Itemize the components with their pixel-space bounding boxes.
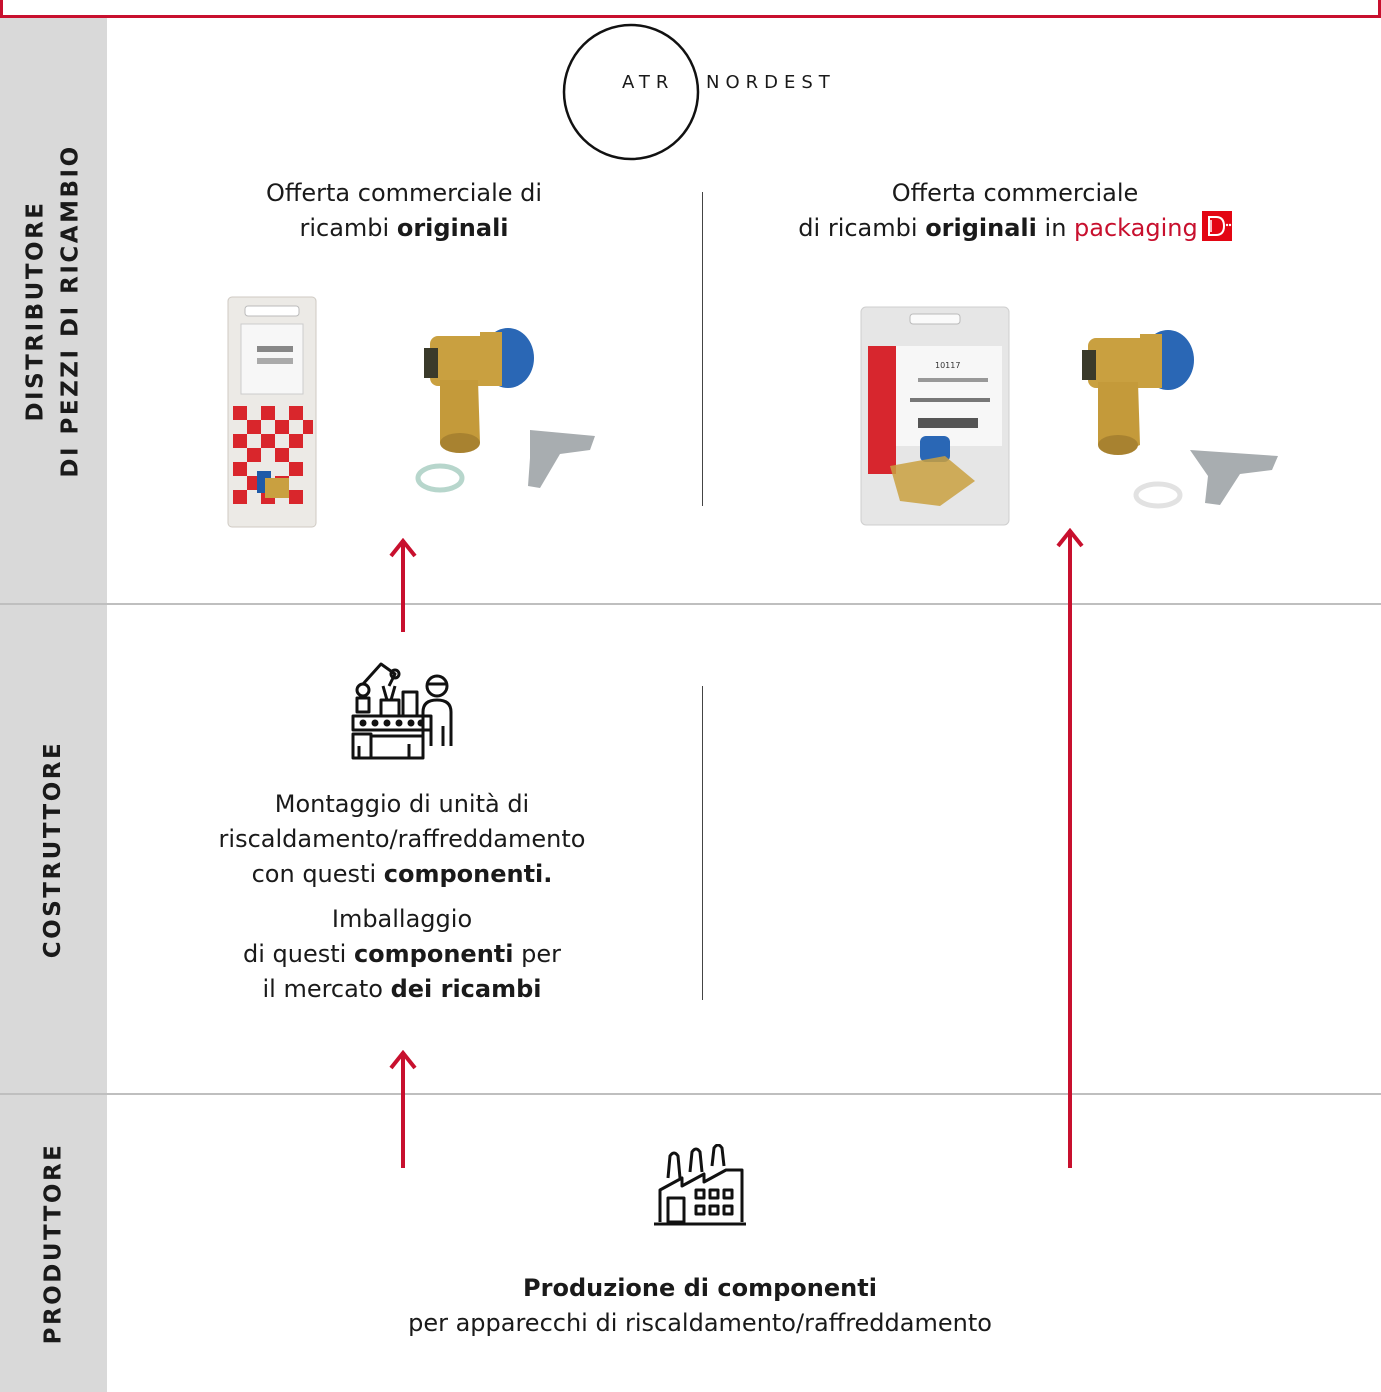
offer-left-line1: Offerta commerciale di <box>265 179 543 207</box>
atr-nordest-logo <box>561 22 701 162</box>
logo-atr-text: ATR <box>622 72 675 93</box>
producer-bold: Produzione di componenti <box>523 1274 877 1302</box>
arrow-up-icon <box>389 538 417 558</box>
builder-label: COSTRUTTORE <box>40 740 67 958</box>
row-label-builder: COSTRUTTORE <box>0 605 107 1093</box>
column-divider-middle <box>702 686 703 1000</box>
logo-nordest-text: NORDEST <box>706 72 836 93</box>
column-divider-top <box>702 192 703 506</box>
top-red-frame <box>0 0 1381 18</box>
right-package-photo: 10117 <box>860 306 1010 526</box>
distributor-label-line2: DI PEZZI DI RICAMBIO <box>57 143 84 478</box>
left-valve-photo <box>380 318 605 508</box>
producer-label: PRODUTTORE <box>40 1142 66 1345</box>
row-sidebar <box>0 18 107 1392</box>
producer-text: Produzione di componenti per apparecchi … <box>330 1271 1070 1341</box>
builder-line2: riscaldamento/raffreddamento <box>218 825 586 853</box>
builder-line4: Imballaggio <box>331 905 473 933</box>
offer-right-line2: di ricambi originali in packaging <box>750 211 1280 246</box>
offer-right-bold: originali <box>925 214 1037 242</box>
arrow-producer-to-distributor <box>1056 528 1084 1168</box>
offer-left-line2: ricambi originali <box>204 211 604 246</box>
robot-assembly-line-icon <box>349 656 461 764</box>
builder-line6-bold: dei ricambi <box>390 975 542 1003</box>
producer-normal-line: per apparecchi di riscaldamento/raffredd… <box>408 1309 992 1337</box>
row-divider-1 <box>0 603 1381 605</box>
offer-right-text: Offerta commerciale di ricambi originali… <box>750 176 1280 246</box>
right-package-code: 10117 <box>935 361 960 370</box>
builder-line5: di questi componenti per <box>180 937 624 972</box>
producer-bold-line: Produzione di componenti <box>330 1271 1070 1306</box>
builder-line5-suffix: per <box>513 940 561 968</box>
arrow-builder-to-distributor <box>389 538 417 632</box>
offer-right-prefix: di ricambi <box>798 214 926 242</box>
right-valve-photo <box>1040 320 1290 510</box>
offer-left-prefix: ricambi <box>299 214 397 242</box>
distributor-label-line1: DISTRIBUTORE <box>22 199 49 422</box>
row-label-distributor: DISTRIBUTORE DI PEZZI DI RICAMBIO <box>0 18 107 603</box>
builder-line3-bold: componenti. <box>383 860 553 888</box>
builder-line5-prefix: di questi <box>243 940 354 968</box>
offer-left-text: Offerta commerciale di ricambi originali <box>204 176 604 246</box>
builder-line6-prefix: il mercato <box>262 975 391 1003</box>
offer-right-packaging: packaging <box>1074 214 1198 242</box>
builder-line3: con questi componenti. <box>180 857 624 892</box>
offer-right-line1: Offerta commerciale <box>891 179 1139 207</box>
builder-text: Montaggio di unità di riscaldamento/raff… <box>180 787 624 1007</box>
offer-right-mid: in <box>1036 214 1075 242</box>
factory-icon <box>652 1143 748 1228</box>
left-package-photo <box>227 296 317 528</box>
diff-logo-badge <box>1201 211 1232 241</box>
builder-line3-prefix: con questi <box>251 860 384 888</box>
row-label-producer: PRODUTTORE <box>0 1095 107 1392</box>
arrow-up-icon <box>1056 528 1084 548</box>
offer-left-bold: originali <box>396 214 509 242</box>
arrow-up-icon <box>389 1050 417 1070</box>
builder-line1: Montaggio di unità di <box>274 790 530 818</box>
builder-line6: il mercato dei ricambi <box>180 972 624 1007</box>
builder-line5-bold: componenti <box>353 940 514 968</box>
arrow-producer-to-builder <box>389 1050 417 1168</box>
row-divider-2 <box>0 1093 1381 1095</box>
